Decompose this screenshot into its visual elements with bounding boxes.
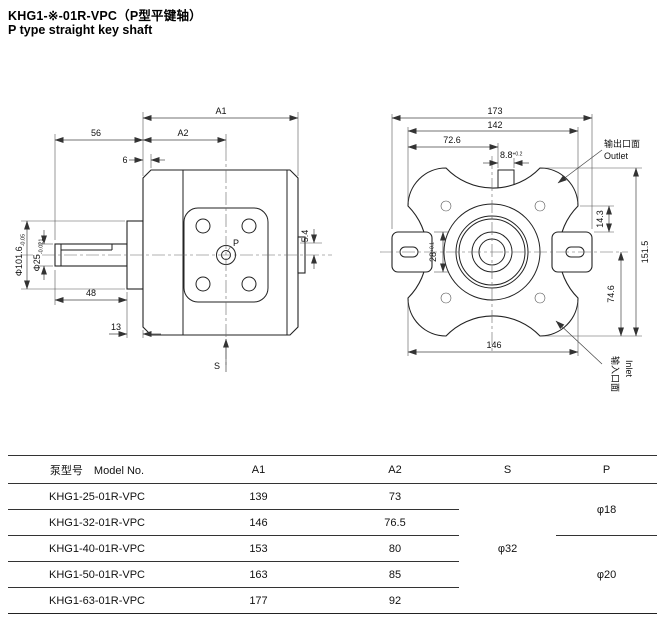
cell-model: KHG1-40-01R-VPC (8, 535, 186, 562)
dim-13: 13 (109, 322, 161, 338)
outlet-label-en: Outlet (604, 151, 629, 161)
outlet-label-cn: 输出口面 (604, 138, 640, 149)
cell-a1: 153 (186, 535, 331, 562)
dim-25-label: Φ25-0.021 (32, 239, 45, 272)
cell-a2: 85 (331, 561, 459, 588)
dim-14-3: 14.3 (580, 205, 614, 233)
dim-28: 28+0.1 (428, 231, 448, 273)
table-row: KHG1-32-01R-VPC 146 76.5 (8, 509, 657, 536)
dim-8-8-label: 8.8+0.2 (500, 150, 523, 160)
table-header-row: 泵型号 Model No. A1 A2 S P (8, 455, 657, 484)
dim-48: 48 (54, 270, 128, 338)
cell-p-merged-2: φ20 (556, 535, 657, 614)
page-title: KHG1-※-01R-VPC（P型平键轴） (8, 9, 202, 23)
dim-151-5-label: 151.5 (640, 241, 650, 264)
dim-a1: A1 (142, 106, 299, 176)
dim-5-4: 5.4 (300, 229, 322, 269)
header-p: P (556, 455, 657, 484)
side-view: A1 56 A2 6 Φ101.6-0.05 (14, 106, 332, 372)
header-a2: A2 (331, 455, 459, 484)
dim-8-8-value: 8.8 (500, 150, 513, 160)
dim-74-6-label: 74.6 (606, 285, 616, 303)
inlet-callout: 输入口面 Inlet (555, 320, 634, 392)
dim-142: 142 (407, 120, 579, 203)
dim-6: 6 (122, 154, 165, 168)
dim-28-value: 28 (428, 252, 438, 262)
dim-101-6: Φ101.6-0.05 (14, 220, 125, 290)
table-row: KHG1-40-01R-VPC 153 80 φ20 (8, 535, 657, 614)
through-bolt-hole (440, 200, 452, 212)
cell-a2: 80 (331, 535, 459, 562)
cell-s-merged: φ32 (459, 483, 556, 614)
dim-101-6-value: Φ101.6 (14, 246, 24, 276)
dim-146: 146 (407, 301, 579, 356)
cell-p-merged-1: φ18 (556, 483, 657, 536)
cell-a2: 92 (331, 587, 459, 614)
outlet-callout: 输出口面 Outlet (557, 138, 640, 184)
through-bolt-hole (534, 292, 546, 304)
dim-25-tol: -0.021 (39, 239, 45, 255)
dim-6-label: 6 (122, 155, 127, 165)
cell-a1: 146 (186, 509, 331, 536)
cell-a1: 139 (186, 483, 331, 510)
dim-14-3-label: 14.3 (595, 210, 605, 228)
dim-5-4-label: 5.4 (300, 230, 310, 243)
port-p-label: P (233, 238, 239, 248)
page-subtitle: P type straight key shaft (8, 23, 153, 37)
outlet-port-projection (497, 169, 515, 188)
dim-a2-label: A2 (177, 128, 188, 138)
dim-56-label: 56 (91, 128, 101, 138)
header-model: 泵型号 Model No. (8, 455, 186, 484)
dim-25: Φ25-0.021 (32, 230, 53, 280)
front-view: 173 142 72.6 8.8+0.2 (380, 106, 650, 392)
bolt-hole (241, 218, 257, 234)
dim-a1-label: A1 (215, 106, 226, 116)
dim-146-label: 146 (486, 340, 501, 350)
dim-74-6: 74.6 (606, 251, 624, 337)
inlet-label-en: Inlet (624, 360, 634, 378)
spec-table: 泵型号 Model No. A1 A2 S P KHG1-25-01R-VPC … (8, 455, 657, 614)
cell-a2: 73 (331, 483, 459, 510)
dim-151-5: 151.5 (544, 167, 650, 337)
cell-model: KHG1-50-01R-VPC (8, 561, 186, 588)
table-row: KHG1-25-01R-VPC 139 73 φ32 φ18 (8, 483, 657, 614)
port-s-label: S (214, 361, 220, 371)
dim-8-8: 8.8+0.2 (483, 150, 529, 168)
header-s: S (459, 455, 556, 484)
dim-101-6-tol: -0.05 (21, 234, 27, 247)
bolt-hole (195, 218, 211, 234)
cell-model: KHG1-63-01R-VPC (8, 587, 186, 614)
cell-a2: 76.5 (331, 509, 459, 536)
dim-a2: A2 (142, 128, 227, 143)
pump-body-outline (142, 169, 299, 336)
dimension-drawing: A1 56 A2 6 Φ101.6-0.05 (14, 106, 650, 392)
dim-28-tol: +0.1 (430, 242, 436, 252)
dim-25-value: Φ25 (32, 254, 42, 271)
dim-13-label: 13 (111, 322, 121, 332)
dim-72-6-label: 72.6 (443, 135, 461, 145)
bolt-hole (195, 276, 211, 292)
dim-28-label: 28+0.1 (428, 242, 438, 262)
dim-173-label: 173 (487, 106, 502, 116)
table-row: KHG1-50-01R-VPC 163 85 (8, 561, 657, 588)
cell-a1: 163 (186, 561, 331, 588)
dim-173: 173 (391, 106, 593, 229)
inlet-label-cn: 输入口面 (610, 356, 621, 392)
dim-8-8-tol: +0.2 (513, 152, 523, 158)
port-s-callout: S (214, 338, 229, 372)
through-bolt-hole (534, 200, 546, 212)
cell-a1: 177 (186, 587, 331, 614)
cell-model: KHG1-25-01R-VPC (8, 483, 186, 510)
bolt-hole (241, 276, 257, 292)
dim-48-label: 48 (86, 288, 96, 298)
dim-142-label: 142 (487, 120, 502, 130)
port-p-callout: P (226, 238, 239, 253)
through-bolt-hole (440, 292, 452, 304)
cell-model: KHG1-32-01R-VPC (8, 509, 186, 536)
table-row: KHG1-63-01R-VPC 177 92 (8, 587, 657, 614)
header-a1: A1 (186, 455, 331, 484)
dim-101-6-label: Φ101.6-0.05 (14, 234, 27, 276)
